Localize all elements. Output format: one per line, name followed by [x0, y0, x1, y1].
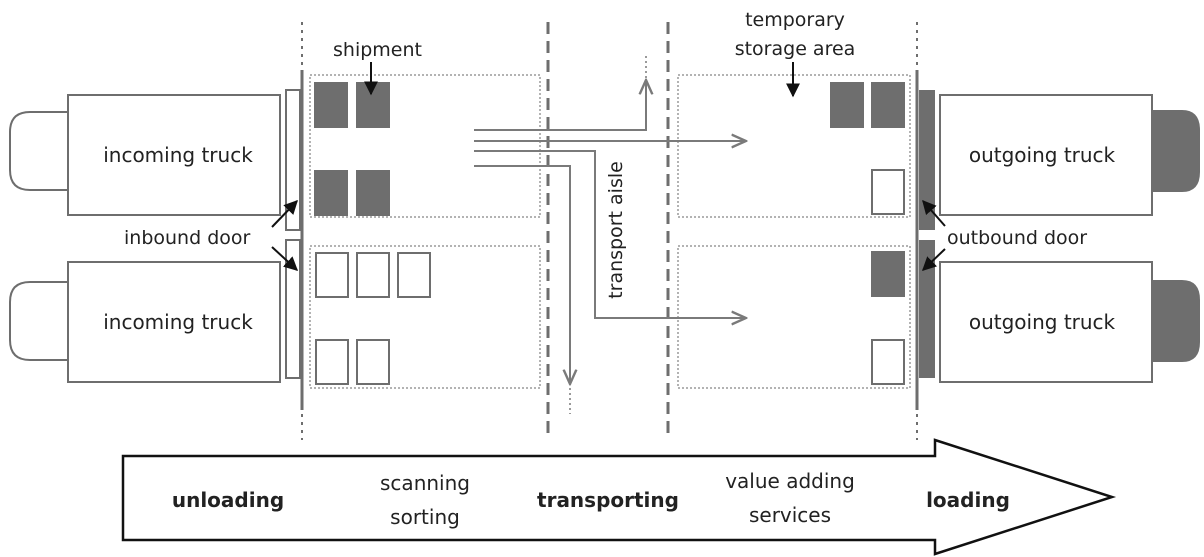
shipment-empty — [871, 339, 905, 385]
shipment-filled — [871, 251, 905, 297]
shipment-empty — [871, 169, 905, 215]
process-scanning: scanning — [380, 471, 470, 495]
flow-arrow-down — [474, 165, 570, 384]
outbound-door-pointer-down — [921, 248, 946, 271]
storage-zone-inbound-top — [309, 74, 541, 218]
inbound-door-bottom — [285, 239, 301, 379]
outbound-door-bottom — [919, 240, 935, 378]
process-transporting: transporting — [537, 488, 679, 512]
inbound-door-top — [285, 89, 301, 231]
process-value-adding-line1: value adding — [725, 469, 855, 493]
shipment-empty — [356, 252, 390, 298]
shipment-empty — [356, 339, 390, 385]
process-sorting: sorting — [390, 505, 460, 529]
incoming-truck-top: incoming truck — [9, 94, 281, 216]
outgoing-truck-top: outgoing truck — [939, 94, 1200, 216]
shipment-filled — [356, 170, 390, 216]
flow-arrow-up — [474, 80, 646, 131]
shipment-filled — [830, 82, 864, 128]
process-loading: loading — [926, 488, 1010, 512]
shipment-filled — [356, 82, 390, 128]
process-unloading: unloading — [172, 488, 284, 512]
outgoing-truck-bottom: outgoing truck — [939, 261, 1200, 383]
temporary-storage-label-line2: storage area — [735, 38, 856, 60]
shipment-empty — [397, 252, 431, 298]
incoming-truck-bottom-label: incoming truck — [103, 310, 253, 334]
process-arrow — [121, 438, 1117, 556]
incoming-truck-top-label: incoming truck — [103, 143, 253, 167]
incoming-truck-bottom: incoming truck — [9, 261, 281, 383]
outbound-door-pointer-up — [922, 199, 946, 227]
shipment-empty — [315, 339, 349, 385]
temporary-storage-label-line1: temporary — [745, 9, 845, 31]
shipment-filled — [314, 170, 348, 216]
outgoing-truck-top-label: outgoing truck — [969, 143, 1116, 167]
shipment-label: shipment — [333, 39, 422, 61]
shipment-filled — [314, 82, 348, 128]
outgoing-truck-bottom-label: outgoing truck — [969, 310, 1116, 334]
outbound-door-top — [919, 90, 935, 230]
process-value-adding-line2: services — [749, 503, 831, 527]
inbound-door-pointer-up — [271, 199, 298, 228]
inbound-door-label: inbound door — [124, 227, 250, 249]
inbound-door-pointer-down — [271, 246, 299, 271]
flow-arrow-down-right — [474, 150, 746, 318]
shipment-empty — [315, 252, 349, 298]
transport-aisle-label: transport aisle — [605, 161, 627, 299]
outbound-door-label: outbound door — [947, 227, 1087, 249]
storage-zone-inbound-bottom — [309, 245, 541, 389]
shipment-filled — [871, 82, 905, 128]
